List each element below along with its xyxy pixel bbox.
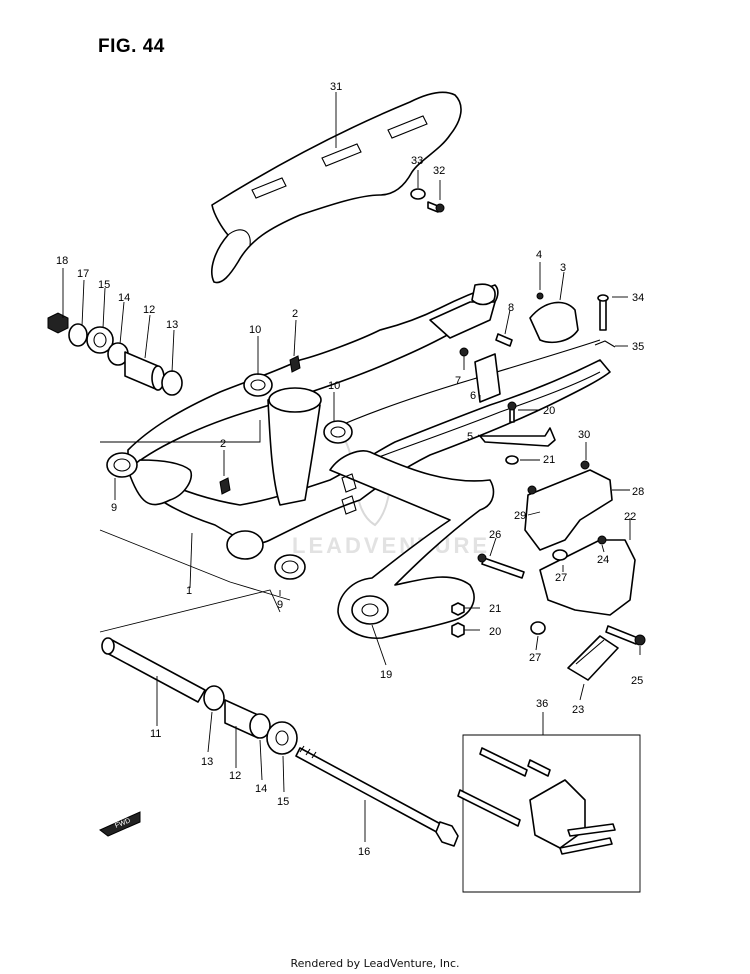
callout-12-lower: 12 <box>229 770 241 782</box>
stay-5 <box>479 427 556 465</box>
bearing-upper-left <box>243 373 273 397</box>
callout-23: 23 <box>572 704 584 716</box>
cover-bolt <box>410 188 445 213</box>
callout-2-top: 2 <box>292 308 298 320</box>
callout-18: 18 <box>56 255 68 267</box>
bearing-upper-right <box>323 420 353 444</box>
figure-title: FIG. 44 <box>98 36 165 57</box>
callout-28: 28 <box>632 486 644 498</box>
bearing-pivot-left <box>106 452 138 478</box>
callout-20-lower: 20 <box>489 626 501 638</box>
bolt-20-upper <box>507 401 517 423</box>
callout-13-upper: 13 <box>166 319 178 331</box>
callout-10-right: 10 <box>328 380 340 392</box>
callout-25: 25 <box>631 675 643 687</box>
callout-32: 32 <box>433 165 445 177</box>
callout-12-upper: 12 <box>143 304 155 316</box>
callout-26: 26 <box>489 529 501 541</box>
callout-19: 19 <box>380 669 392 681</box>
callout-34: 34 <box>632 292 644 304</box>
inset-box-36 <box>457 734 641 893</box>
callout-27-upper: 27 <box>555 572 567 584</box>
callout-17: 17 <box>77 268 89 280</box>
callout-8: 8 <box>508 302 514 314</box>
callout-5: 5 <box>467 431 473 443</box>
grease-nipple-lower <box>219 477 231 495</box>
pad-23 <box>567 635 619 681</box>
callout-24: 24 <box>597 554 609 566</box>
forward-arrow-icon: FWD <box>99 811 141 837</box>
callout-1: 1 <box>186 585 192 597</box>
guard-22 <box>539 535 636 616</box>
pivot-stack-upper <box>47 312 183 396</box>
callout-9-left: 9 <box>111 502 117 514</box>
callout-2-lower: 2 <box>220 438 226 450</box>
callout-20-upper: 20 <box>543 405 555 417</box>
callout-16: 16 <box>358 846 370 858</box>
callout-15-upper: 15 <box>98 279 110 291</box>
callout-30: 30 <box>578 429 590 441</box>
plate-6 <box>459 347 501 403</box>
caliper-bracket-28 <box>524 460 613 551</box>
callout-27-lower: 27 <box>529 652 541 664</box>
callout-11: 11 <box>150 728 161 740</box>
callout-31: 31 <box>330 81 342 93</box>
collar-27 <box>530 621 546 635</box>
bearing-pivot-lower <box>274 554 306 580</box>
callout-21-lower: 21 <box>489 603 501 615</box>
leader-lines <box>62 92 641 842</box>
bolt-34 <box>597 294 609 331</box>
pivot-stack-lower <box>203 685 298 755</box>
bolt-25 <box>605 625 646 646</box>
swingarm <box>127 283 611 560</box>
chain-cover <box>211 91 462 284</box>
bolt-20-lower <box>451 622 465 638</box>
callout-13-lower: 13 <box>201 756 213 768</box>
pivot-shaft <box>101 637 206 703</box>
callout-29: 29 <box>514 510 526 522</box>
bolt-8 <box>495 333 513 347</box>
callout-15-lower: 15 <box>277 796 289 808</box>
callout-35: 35 <box>632 341 644 353</box>
callout-33: 33 <box>411 155 423 167</box>
callout-6: 6 <box>470 390 476 402</box>
callout-22: 22 <box>624 511 636 523</box>
bolt-26 <box>477 553 525 579</box>
callout-labels: 31 33 32 18 17 15 14 12 13 10 2 10 2 9 1… <box>56 81 644 858</box>
leadventure-watermark: LEADVENTURE <box>292 439 490 558</box>
callout-10-left: 10 <box>249 324 261 336</box>
spring-clip-35 <box>594 340 616 348</box>
bracket-3 <box>529 292 579 344</box>
swingarm-axle-bolt <box>295 745 459 847</box>
callout-7: 7 <box>455 375 461 387</box>
callout-36: 36 <box>536 698 548 710</box>
callout-14-lower: 14 <box>255 783 267 795</box>
watermark-text: LEADVENTURE <box>292 533 490 558</box>
callout-4: 4 <box>536 249 542 261</box>
callout-14-upper: 14 <box>118 292 130 304</box>
chain-slider <box>329 450 495 639</box>
callout-9-lower: 9 <box>277 599 283 611</box>
grease-nipple-top <box>289 355 301 373</box>
nut-21-lower <box>451 602 465 616</box>
footer-credit: Rendered by LeadVenture, Inc. <box>290 957 460 970</box>
callout-3: 3 <box>560 262 566 274</box>
callout-21-upper: 21 <box>543 454 555 466</box>
